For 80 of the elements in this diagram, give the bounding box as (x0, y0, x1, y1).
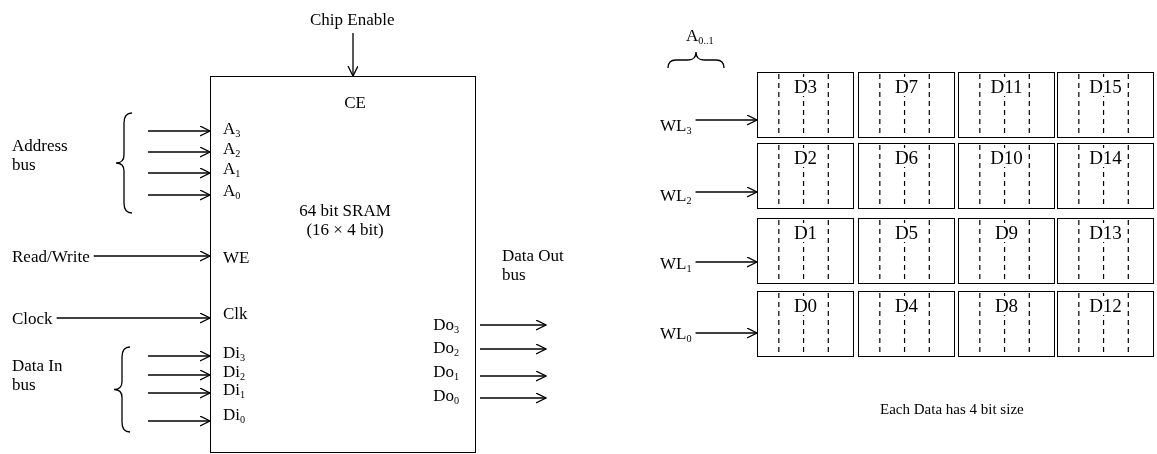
caption-text: Each Data has 4 bit size (880, 400, 1024, 419)
pin-label: A$_{3}$ (223, 119, 241, 138)
word-line-label: WL$_{0}$ (660, 324, 692, 343)
pin-label: Di$_{2}$ (223, 362, 246, 381)
memory-word-cell (858, 291, 955, 357)
sram-chip-block (210, 76, 476, 453)
pin-label: Do$_{1}$ (432, 362, 459, 381)
data-word-label: D4 (893, 296, 920, 315)
arrow (479, 370, 547, 382)
memory-word-cell (858, 218, 955, 284)
pin-label: Do$_{3}$ (432, 315, 459, 334)
arrow (479, 343, 547, 355)
data-word-label: D12 (1088, 296, 1123, 315)
memory-word-cell (1057, 218, 1154, 284)
pin-label: A$_{2}$ (223, 139, 241, 158)
signal-label: Clock (12, 309, 53, 328)
arrow (694, 256, 758, 268)
signal-label: Chip Enable (310, 10, 395, 29)
memory-word-cell (858, 143, 955, 209)
pin-label: A$_{1}$ (223, 159, 241, 178)
data-word-label: D10 (989, 148, 1024, 167)
memory-word-cell (757, 72, 854, 138)
arrow (147, 125, 211, 137)
arrow (93, 250, 211, 262)
data-word-label: D2 (792, 148, 819, 167)
memory-word-cell (958, 291, 1055, 357)
memory-word-cell (1057, 291, 1154, 357)
data-word-label: D9 (993, 223, 1020, 242)
memory-word-cell (858, 72, 955, 138)
data-word-label: D14 (1088, 148, 1123, 167)
memory-word-cell (757, 218, 854, 284)
word-line-label: WL$_{2}$ (660, 186, 692, 205)
memory-word-cell (958, 218, 1055, 284)
bus-label: Address bus (12, 136, 69, 174)
memory-word-cell (757, 291, 854, 357)
arrow (147, 369, 211, 381)
data-word-label: D5 (893, 223, 920, 242)
bus-label: Data In bus (12, 356, 64, 394)
pin-label: A$_{0}$ (223, 181, 241, 200)
memory-word-cell (757, 143, 854, 209)
word-line-label: WL$_{3}$ (660, 116, 692, 135)
arrow (147, 350, 211, 362)
pin-label: Di$_{3}$ (223, 343, 246, 362)
data-word-label: D8 (993, 296, 1020, 315)
memory-word-cell (1057, 143, 1154, 209)
bus-label: Data Out bus (502, 246, 565, 284)
pin-label: Di$_{1}$ (223, 380, 246, 399)
arrow (694, 114, 758, 126)
address-label: A$_{0..1}$ (686, 26, 714, 45)
arrow (147, 387, 211, 399)
data-word-label: D0 (792, 296, 819, 315)
arrow (55, 312, 211, 324)
arrow (347, 32, 359, 77)
arrow (479, 392, 547, 404)
pin-label: Di$_{0}$ (223, 405, 246, 424)
arrow (147, 146, 211, 158)
arrow (479, 319, 547, 331)
data-word-label: D13 (1088, 223, 1123, 242)
pin-label: Do$_{0}$ (432, 386, 459, 405)
memory-word-cell (958, 143, 1055, 209)
word-line-label: WL$_{1}$ (660, 254, 692, 273)
memory-word-cell (1057, 72, 1154, 138)
pin-label: CE (343, 93, 367, 112)
data-word-label: D15 (1088, 77, 1123, 96)
data-word-label: D3 (792, 77, 819, 96)
pin-label: WE (223, 248, 250, 267)
arrow (147, 189, 211, 201)
pin-label: Do$_{2}$ (432, 338, 459, 357)
memory-word-cell (958, 72, 1055, 138)
signal-label: Read/Write (12, 247, 90, 266)
data-word-label: D11 (989, 77, 1024, 96)
data-word-label: D1 (792, 223, 819, 242)
arrow (147, 167, 211, 179)
data-word-label: D7 (893, 77, 920, 96)
arrow (694, 327, 758, 339)
arrow (694, 186, 758, 198)
data-word-label: D6 (893, 148, 920, 167)
chip-title: 64 bit SRAM (16 × 4 bit) (298, 201, 392, 239)
pin-label: Clk (223, 304, 248, 323)
arrow (147, 415, 211, 427)
